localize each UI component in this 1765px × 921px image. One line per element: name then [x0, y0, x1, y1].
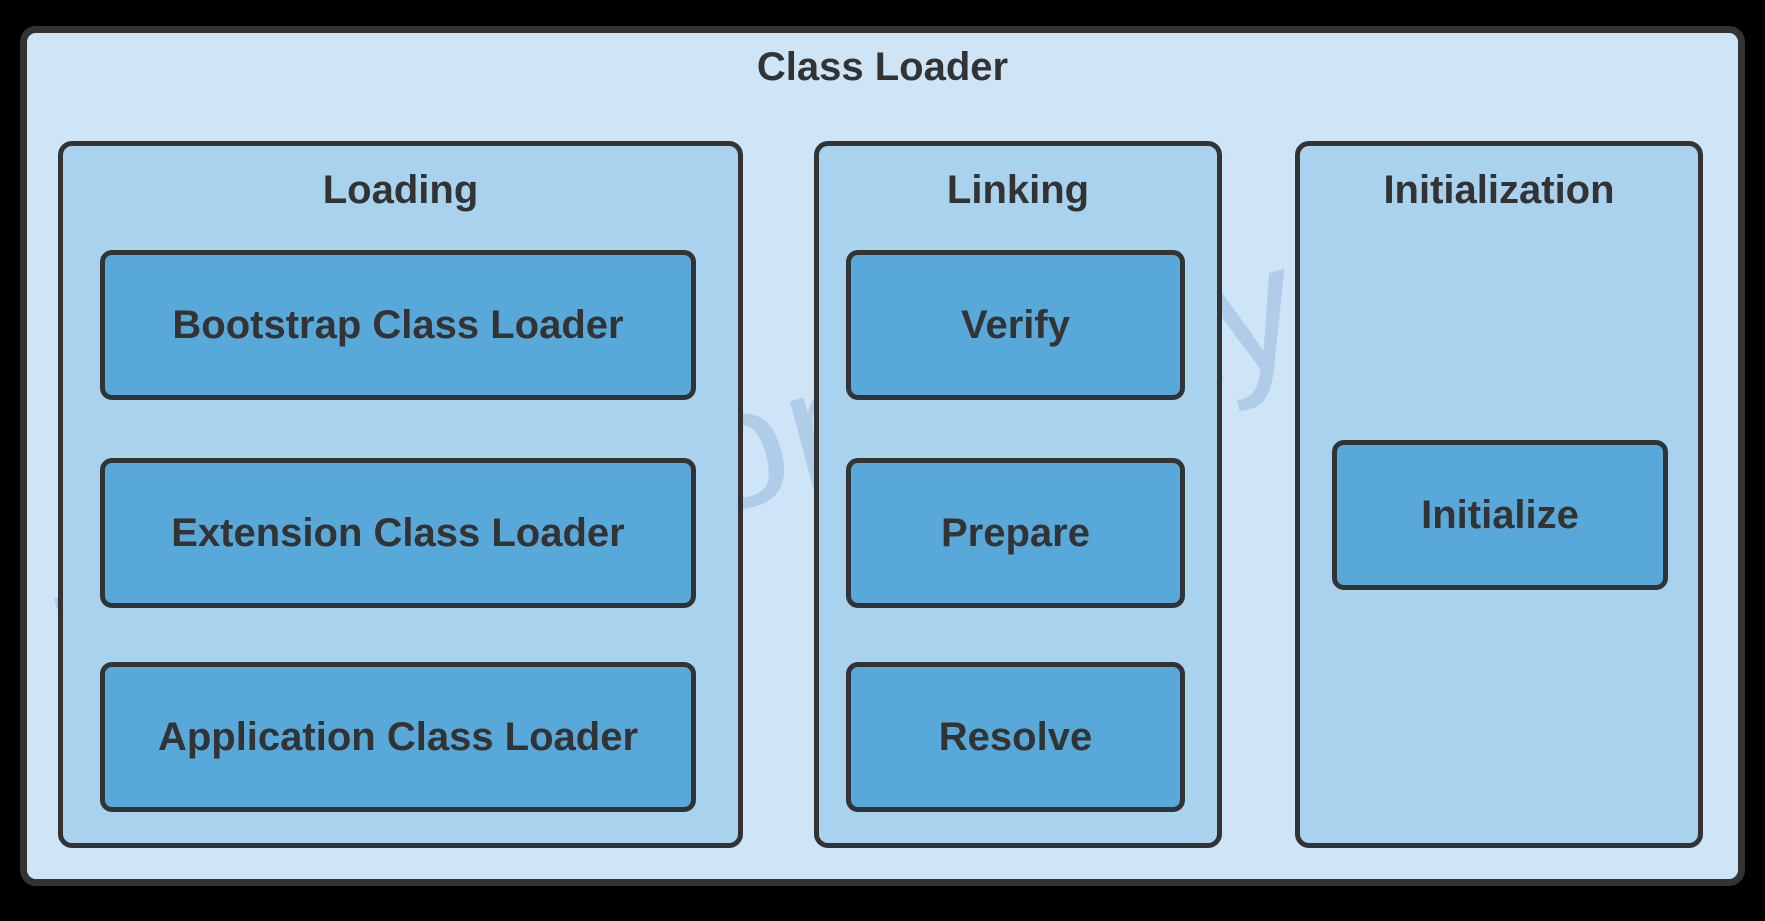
section-initialization: Initialization Initialize: [1295, 141, 1703, 848]
box-extension-class-loader: Extension Class Loader: [100, 458, 696, 608]
class-loader-container: theawesomenayak Class Loader Loading Boo…: [20, 26, 1745, 886]
box-prepare: Prepare: [846, 458, 1185, 608]
box-verify: Verify: [846, 250, 1185, 400]
section-linking-title: Linking: [946, 168, 1090, 212]
box-verify-label: Verify: [961, 302, 1070, 347]
box-initialize-label: Initialize: [1421, 492, 1579, 537]
section-initialization-title: Initialization: [1383, 168, 1615, 212]
box-application-class-loader-label: Application Class Loader: [157, 714, 639, 759]
box-resolve-label: Resolve: [938, 714, 1093, 759]
box-prepare-label: Prepare: [941, 510, 1090, 555]
section-loading-title: Loading: [322, 168, 479, 212]
box-resolve: Resolve: [846, 662, 1185, 812]
section-loading: Loading Bootstrap Class Loader Extension…: [58, 141, 743, 848]
box-application-class-loader: Application Class Loader: [100, 662, 696, 812]
box-extension-class-loader-label: Extension Class Loader: [171, 510, 625, 555]
diagram-title: Class Loader: [756, 45, 1009, 89]
box-initialize: Initialize: [1332, 440, 1668, 590]
section-linking: Linking Verify Prepare Resolve: [814, 141, 1222, 848]
box-bootstrap-class-loader-label: Bootstrap Class Loader: [172, 302, 624, 347]
box-bootstrap-class-loader: Bootstrap Class Loader: [100, 250, 696, 400]
